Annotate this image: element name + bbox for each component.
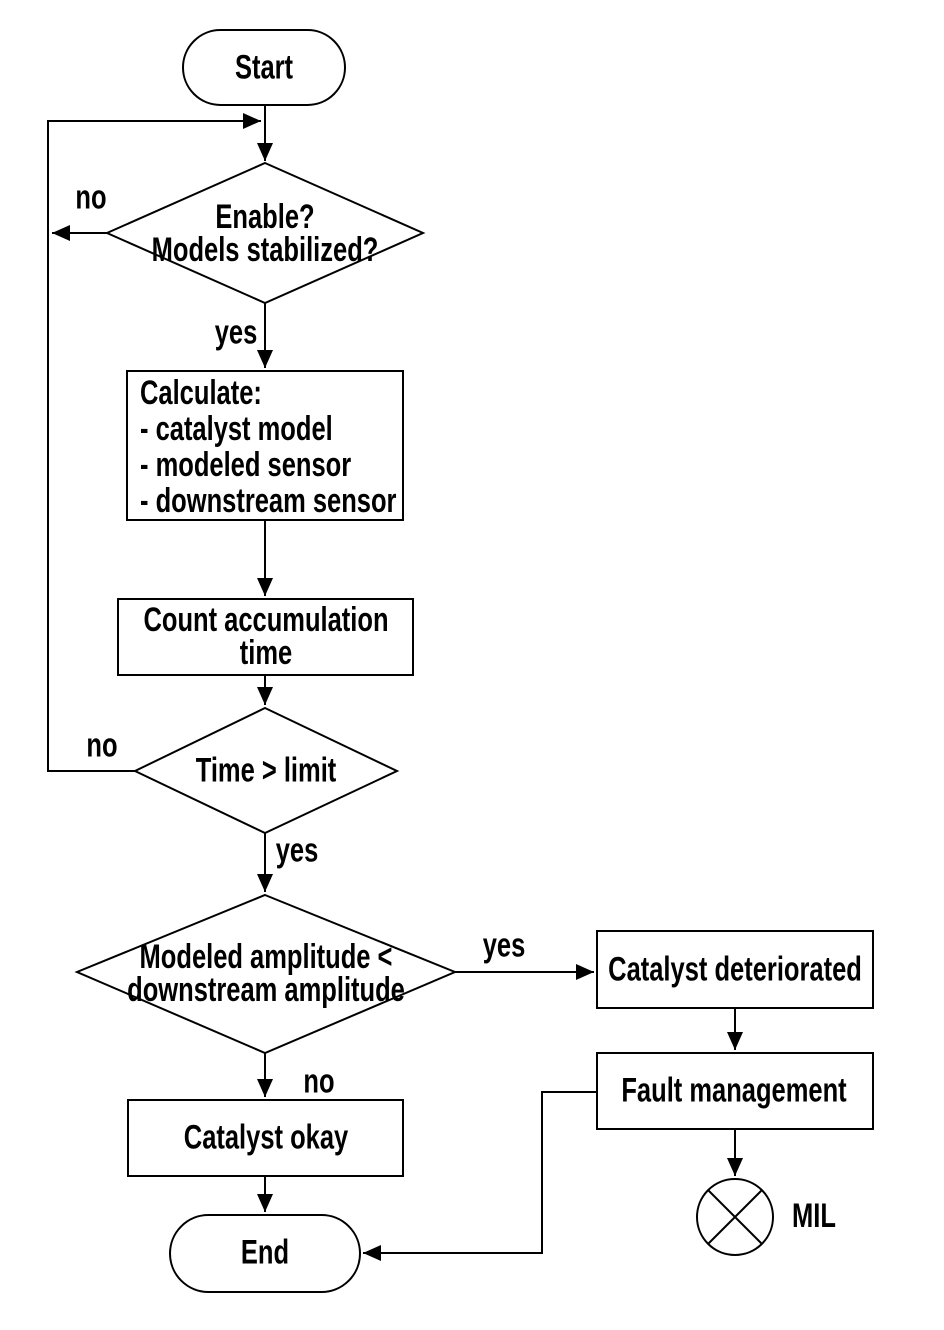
- enable-decision-shape: [104, 161, 426, 305]
- edge-label-enable-no: no: [75, 178, 107, 217]
- time-limit-decision-label: Time > limit: [195, 751, 337, 790]
- calculate-box-label: Calculate: - catalyst model - modeled se…: [140, 374, 397, 520]
- edge-label-amplitude-yes: yes: [482, 926, 526, 965]
- start-label: Start: [234, 48, 294, 87]
- catalyst-deteriorated-label: Catalyst deteriorated: [608, 950, 862, 989]
- enable-decision-label: Enable? Models stabilized?: [151, 198, 379, 269]
- edge-fault-to-end: [363, 1091, 597, 1261]
- catalyst-deteriorated-box-shape: [596, 930, 874, 1009]
- amplitude-decision-shape: [74, 893, 458, 1055]
- count-box-label: Count accumulation time: [143, 601, 389, 672]
- start-node-shape: [182, 29, 346, 106]
- edge-label-amplitude-no: no: [303, 1062, 335, 1101]
- edge-label-time-no: no: [86, 726, 118, 765]
- count-box-shape: [117, 598, 414, 676]
- edge-label-time-yes: yes: [275, 831, 319, 870]
- edge-time-no-loop: [47, 113, 261, 772]
- end-label: End: [240, 1233, 290, 1272]
- mil-lamp-cross-icon: [707, 1189, 763, 1245]
- calculate-box-shape: [126, 370, 404, 521]
- mil-label: MIL: [792, 1197, 836, 1235]
- catalyst-okay-box-shape: [127, 1099, 404, 1177]
- amplitude-decision-label: Modeled amplitude < downstream amplitude: [127, 938, 405, 1009]
- end-node-shape: [169, 1214, 361, 1293]
- fault-management-label: Fault management: [621, 1071, 847, 1110]
- fault-management-box-shape: [596, 1052, 874, 1130]
- catalyst-okay-label: Catalyst okay: [183, 1118, 349, 1157]
- time-limit-decision-shape: [132, 706, 400, 835]
- edge-label-enable-yes: yes: [214, 313, 258, 352]
